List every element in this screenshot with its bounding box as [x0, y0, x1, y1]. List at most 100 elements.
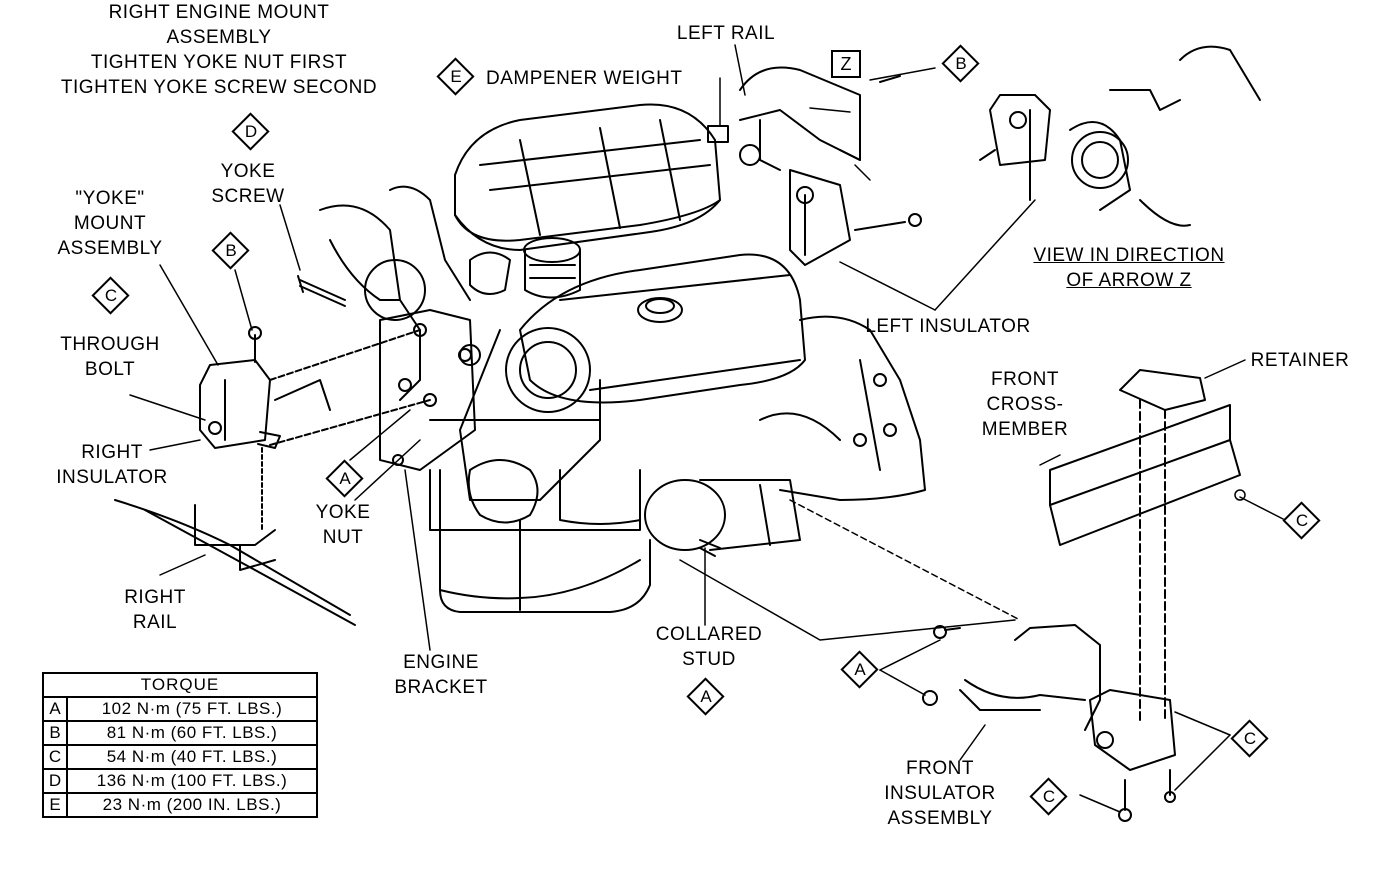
starter	[644, 479, 801, 557]
label-line: STUD	[682, 649, 736, 670]
label-line: CROSS-	[986, 394, 1064, 415]
yoke-screw	[297, 275, 346, 307]
callout-a-front-insulator: A	[840, 650, 880, 690]
callout-letter: A	[700, 687, 712, 706]
label-line: "YOKE"	[75, 188, 145, 209]
label-front-crossmember: FRONT CROSS- MEMBER	[982, 367, 1068, 442]
label-line: RAIL	[132, 612, 178, 633]
label-line: ASSEMBLY	[57, 238, 163, 259]
torque-value: 136 N·m (100 FT. LBS.)	[66, 768, 318, 794]
label-line: BOLT	[84, 359, 136, 380]
callout-letter: C	[1042, 787, 1056, 806]
torque-value: 23 N·m (200 IN. LBS.)	[66, 792, 318, 818]
label-left-insulator: LEFT INSULATOR	[865, 316, 1031, 337]
label-line: ASSEMBLY	[887, 808, 993, 829]
label-right-rail: RIGHT RAIL	[124, 585, 186, 635]
label-dampener-weight: DAMPENER WEIGHT	[486, 68, 683, 89]
callout-letter: C	[104, 286, 118, 305]
label-yoke-nut: YOKE NUT	[316, 500, 371, 550]
callout-letter: B	[225, 241, 237, 260]
callout-c-front-crossmember: C	[1282, 501, 1322, 541]
callout-b-yoke-mount: B	[211, 231, 251, 271]
left-rail-insulator	[739, 66, 922, 266]
label-line: FRONT	[906, 758, 974, 779]
callout-a-collared-stud: A	[686, 677, 726, 717]
label-line: INSULATOR	[884, 783, 996, 804]
table-row: C 54 N·m (40 FT. LBS.)	[42, 744, 318, 770]
label-line: YOKE	[315, 502, 371, 523]
torque-key: A	[42, 696, 68, 722]
engine-block	[429, 459, 651, 613]
callout-a-yoke-nut: A	[325, 459, 365, 499]
torque-value: 81 N·m (60 FT. LBS.)	[66, 720, 318, 746]
label-line: TIGHTEN YOKE SCREW SECOND	[60, 77, 378, 98]
label-line: THROUGH	[60, 334, 160, 355]
label-view-direction-arrow-z: VIEW IN DIRECTION OF ARROW Z	[1033, 243, 1224, 293]
callout-z-view: Z	[831, 50, 861, 78]
label-line: VIEW IN DIRECTION	[1033, 245, 1225, 266]
torque-table-title: TORQUE	[42, 672, 318, 698]
label-right-engine-mount: RIGHT ENGINE MOUNT ASSEMBLY TIGHTEN YOKE…	[61, 0, 377, 100]
torque-value: 102 N·m (75 FT. LBS.)	[66, 696, 318, 722]
label-right-insulator: RIGHT INSULATOR	[56, 440, 168, 490]
label-line: ASSEMBLY	[166, 27, 272, 48]
label-collared-stud: COLLARED STUD	[656, 622, 762, 672]
callout-c-front-insulator-right: C	[1230, 719, 1270, 759]
front-crossmember	[1049, 369, 1241, 721]
torque-key: B	[42, 720, 68, 746]
callout-letter: C	[1243, 729, 1257, 748]
dampener-weight-block	[707, 125, 729, 143]
label-line: SCREW	[211, 186, 285, 207]
table-row: D 136 N·m (100 FT. LBS.)	[42, 768, 318, 794]
label-left-rail: LEFT RAIL	[676, 23, 776, 44]
accessory-bracket	[319, 185, 471, 401]
right-rail	[114, 499, 356, 626]
label-line: RIGHT ENGINE MOUNT	[108, 2, 330, 23]
label-yoke-screw: YOKE SCREW	[211, 159, 284, 209]
table-row: A 102 N·m (75 FT. LBS.)	[42, 696, 318, 722]
torque-key: C	[42, 744, 68, 770]
torque-key: D	[42, 768, 68, 794]
torque-value: 54 N·m (40 FT. LBS.)	[66, 744, 318, 770]
front-insulator	[922, 624, 1176, 822]
label-line: RIGHT	[124, 587, 186, 608]
label-retainer: RETAINER	[1250, 350, 1350, 371]
front-cover	[429, 327, 601, 501]
label-line: ENGINE	[403, 652, 479, 673]
label-line: COLLARED	[655, 624, 763, 645]
callout-letter: E	[450, 67, 462, 86]
transaxle	[759, 315, 926, 501]
label-line: MEMBER	[981, 419, 1069, 440]
table-row: B 81 N·m (60 FT. LBS.)	[42, 720, 318, 746]
label-line: MOUNT	[73, 213, 147, 234]
callout-letter: A	[339, 469, 351, 488]
callout-letter: C	[1295, 511, 1309, 530]
label-line: BRACKET	[394, 677, 488, 698]
label-engine-bracket: ENGINE BRACKET	[394, 650, 487, 700]
callout-c-yoke-mount: C	[91, 276, 131, 316]
label-through-bolt: THROUGH BOLT	[60, 332, 160, 382]
label-line: INSULATOR	[56, 467, 168, 488]
torque-table: TORQUE A 102 N·m (75 FT. LBS.) B 81 N·m …	[42, 672, 318, 818]
throttle-body	[469, 237, 581, 299]
callout-letter: D	[244, 122, 258, 141]
torque-key: E	[42, 792, 68, 818]
callout-e-dampener: E	[436, 57, 476, 97]
label-front-insulator-assembly: FRONT INSULATOR ASSEMBLY	[884, 756, 996, 831]
view-z-detail	[979, 45, 1261, 227]
callout-d-yoke-screw: D	[231, 112, 271, 152]
table-row: E 23 N·m (200 IN. LBS.)	[42, 792, 318, 818]
callout-b-left-rail: B	[941, 44, 981, 84]
valve-cover	[519, 253, 806, 404]
label-line: YOKE	[220, 161, 276, 182]
label-line: RIGHT	[81, 442, 143, 463]
leader-lines	[129, 44, 1286, 813]
engine-bracket-plate	[379, 309, 476, 471]
label-line: OF ARROW Z	[1066, 270, 1192, 291]
yoke-mount	[199, 326, 431, 531]
callout-letter: B	[955, 54, 967, 73]
intake-plenum	[454, 103, 721, 251]
label-line: TIGHTEN YOKE NUT FIRST	[90, 52, 348, 73]
callout-letter: A	[854, 660, 866, 679]
